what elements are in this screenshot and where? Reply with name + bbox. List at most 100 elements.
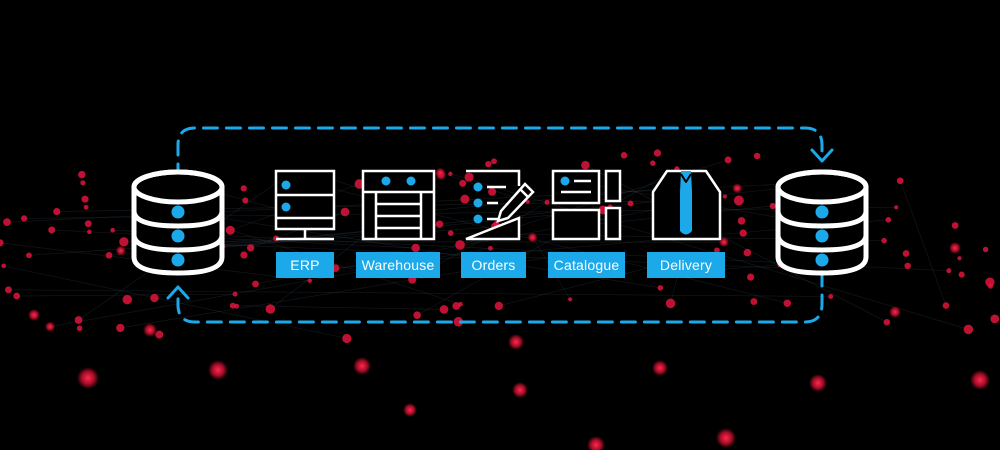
- particle-dot: [653, 149, 662, 157]
- particle-dot: [28, 309, 40, 321]
- network-line: [51, 229, 416, 249]
- particle-dot: [904, 262, 911, 270]
- particle-dot: [885, 217, 892, 223]
- particle-dot: [750, 298, 758, 305]
- network-line: [3, 265, 347, 339]
- catalogue-layout-icon: [551, 169, 622, 241]
- particle-dot: [464, 172, 474, 182]
- particle-dot: [77, 367, 99, 389]
- particle-dot: [732, 183, 743, 194]
- particle-dot: [957, 256, 962, 261]
- delivery-label: Delivery: [647, 252, 725, 278]
- particle-dot: [242, 197, 249, 204]
- particle-dot: [1, 263, 7, 269]
- particle-dot: [508, 334, 524, 350]
- particle-dot: [889, 306, 901, 318]
- particle-dot: [544, 199, 550, 205]
- network-line: [232, 305, 445, 310]
- particle-dot: [81, 195, 89, 203]
- particle-dot: [488, 245, 493, 251]
- particle-dot: [527, 232, 538, 243]
- particle-dot: [453, 316, 464, 327]
- particle-dot: [143, 323, 157, 337]
- particle-dot: [491, 158, 497, 165]
- network-line: [899, 180, 947, 306]
- particle-dot: [74, 316, 83, 324]
- particle-dot: [488, 187, 497, 196]
- particle-dot: [413, 311, 421, 320]
- particle-dot: [122, 294, 132, 305]
- particle-dot: [733, 195, 744, 206]
- particle-dot: [568, 297, 573, 302]
- particle-dot: [115, 245, 126, 256]
- particle-dot: [809, 374, 827, 392]
- particle-dot: [0, 239, 4, 247]
- particle-dot: [353, 357, 371, 375]
- particle-dot: [110, 227, 116, 233]
- particle-dot: [990, 314, 1000, 324]
- particle-dot: [620, 152, 628, 159]
- particle-dot: [208, 360, 228, 380]
- catalogue-label: Catalogue: [548, 252, 625, 278]
- particle-dot: [80, 180, 86, 186]
- particle-dot: [240, 251, 248, 259]
- database-icon: [775, 169, 869, 276]
- particle-dot: [783, 299, 792, 308]
- particle-dot: [722, 194, 727, 199]
- particle-dot: [894, 205, 899, 210]
- particle-dot: [883, 318, 891, 326]
- particle-dot: [435, 167, 446, 178]
- particle-dot: [652, 360, 668, 376]
- particle-dot: [119, 237, 129, 247]
- sync-loop-path: [176, 126, 824, 324]
- particle-dot: [105, 251, 113, 259]
- warehouse-label: Warehouse: [356, 252, 440, 278]
- arrow-down-icon: [810, 148, 834, 163]
- particle-dot: [896, 177, 904, 185]
- package-box-icon: [651, 169, 722, 241]
- particle-dot: [48, 226, 56, 234]
- particle-dot: [985, 277, 995, 287]
- particle-dot: [949, 242, 961, 254]
- particle-dot: [963, 324, 974, 335]
- particle-dot: [951, 222, 959, 229]
- particle-dot: [439, 305, 449, 314]
- network-line: [8, 289, 831, 297]
- particle-dot: [987, 283, 993, 289]
- particle-dot: [747, 273, 755, 281]
- particle-dot: [494, 301, 504, 311]
- network-line: [585, 164, 888, 323]
- network-line: [223, 183, 831, 247]
- particle-dot: [739, 229, 747, 237]
- particle-dot: [26, 252, 32, 259]
- particle-dot: [665, 298, 676, 309]
- particle-dot: [229, 302, 236, 309]
- network-line: [16, 293, 236, 297]
- network-line: [410, 187, 672, 213]
- particle-dot: [587, 436, 605, 450]
- particle-dot: [724, 156, 732, 164]
- particle-dot: [44, 321, 56, 332]
- network-line: [416, 168, 678, 316]
- particle-dot: [455, 240, 465, 250]
- particle-dot: [737, 217, 746, 225]
- particle-dot: [84, 220, 92, 228]
- particle-dot: [340, 207, 350, 217]
- particle-dot: [881, 237, 887, 244]
- particle-dot: [232, 291, 238, 297]
- particle-dot: [76, 325, 83, 331]
- particle-dot: [942, 302, 950, 309]
- particle-dot: [87, 229, 92, 235]
- particle-dot: [247, 244, 255, 252]
- particle-dot: [20, 215, 28, 222]
- particle-dot: [716, 428, 736, 448]
- particle-dot: [970, 370, 990, 390]
- orders-label: Orders: [461, 252, 526, 278]
- particle-dot: [447, 230, 454, 236]
- particle-dot: [958, 271, 965, 278]
- particle-dot: [460, 194, 470, 204]
- particle-dot: [3, 218, 11, 227]
- particle-dot: [525, 199, 530, 204]
- particle-dot: [116, 323, 125, 333]
